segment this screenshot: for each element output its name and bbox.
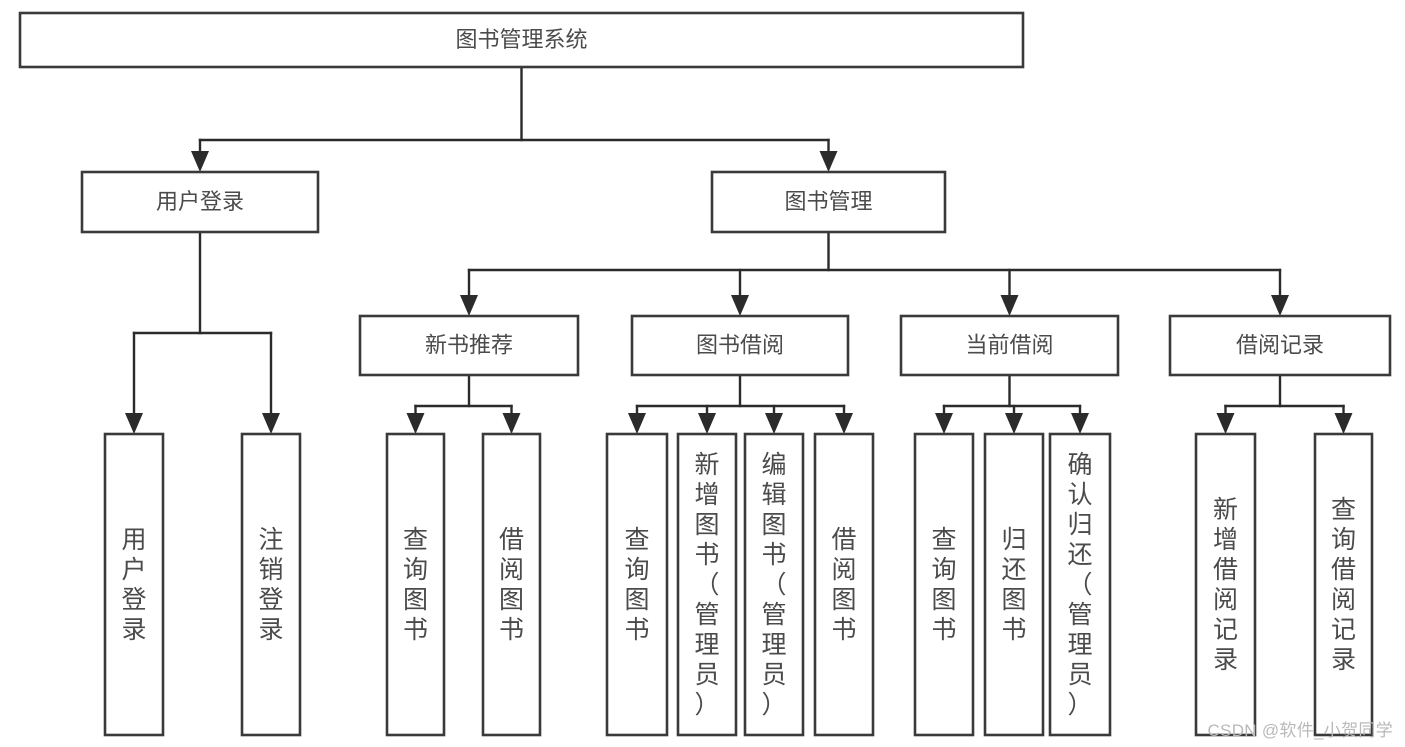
- node-leaf-add-book-box: [676, 432, 738, 737]
- node-leaf-add-record[interactable]: 新增借阅记录: [1194, 432, 1257, 737]
- arrow-userlogin-to-leaf-user-login: [125, 413, 143, 434]
- node-leaf-confirm-return-box: [1048, 432, 1112, 737]
- arrow-bookmanage-to-new-book-recommend: [460, 295, 478, 316]
- node-leaf-user-login-box: [103, 432, 165, 737]
- node-leaf-query-book-3-box: [913, 432, 975, 737]
- arrow-borrow-record-to-leaf-add-record: [1216, 413, 1235, 434]
- node-book-manage-label: 图书管理: [784, 189, 872, 214]
- arrow-new-book-recommend-to-leaf-query-book-1: [406, 413, 425, 434]
- node-leaf-confirm-return-label: 确认归还（管理员）: [1067, 451, 1092, 719]
- node-leaf-borrow-book-2[interactable]: 借阅图书: [813, 432, 875, 737]
- node-leaf-logout-label: 注销登录: [258, 526, 283, 644]
- node-leaf-user-login[interactable]: 用户登录: [103, 432, 165, 737]
- node-leaf-query-record[interactable]: 查询借阅记录: [1313, 432, 1374, 737]
- node-leaf-query-record-box: [1313, 432, 1374, 737]
- node-leaf-add-record-label: 新增借阅记录: [1213, 496, 1238, 674]
- node-leaf-borrow-book-1-label: 借阅图书: [499, 526, 524, 644]
- node-leaf-borrow-book-2-box: [813, 432, 875, 737]
- node-user-login[interactable]: 用户登录: [80, 170, 320, 234]
- node-leaf-logout-box: [240, 432, 302, 737]
- arrow-book-borrow-to-leaf-query-book-2: [628, 413, 646, 434]
- arrow-new-book-recommend-to-leaf-borrow-book-1: [502, 413, 521, 434]
- node-book-borrow[interactable]: 图书借阅: [630, 314, 850, 377]
- watermark-label: CSDN @软件_小贺同学: [1207, 721, 1393, 740]
- node-leaf-logout[interactable]: 注销登录: [240, 432, 302, 737]
- node-leaf-edit-book-label: 编辑图书（管理员）: [761, 451, 786, 719]
- node-leaf-confirm-return[interactable]: 确认归还（管理员）: [1048, 432, 1112, 737]
- arrow-bookmanage-to-borrow-record: [1271, 295, 1289, 316]
- node-borrow-record-label: 借阅记录: [1236, 332, 1324, 357]
- node-new-book-recommend-label: 新书推荐: [425, 332, 513, 357]
- arrow-book-borrow-to-leaf-borrow-book-2: [835, 413, 853, 434]
- arrow-userlogin-to-leaf-logout: [262, 413, 280, 434]
- node-leaf-query-book-3[interactable]: 查询图书: [913, 432, 975, 737]
- node-book-manage-box: [710, 170, 947, 234]
- node-leaf-edit-book[interactable]: 编辑图书（管理员）: [743, 432, 805, 737]
- arrow-current-borrow-to-leaf-confirm-return: [1071, 413, 1089, 434]
- node-leaf-query-book-2[interactable]: 查询图书: [605, 432, 669, 737]
- node-leaf-query-record-label: 查询借阅记录: [1331, 496, 1356, 674]
- node-leaf-borrow-book-1[interactable]: 借阅图书: [481, 432, 542, 737]
- node-leaf-borrow-book-2-label: 借阅图书: [831, 526, 856, 644]
- node-new-book-recommend-box: [358, 314, 580, 377]
- node-book-borrow-label: 图书借阅: [696, 332, 784, 357]
- node-borrow-record-box: [1168, 314, 1392, 377]
- node-leaf-query-book-3-label: 查询图书: [931, 526, 956, 644]
- node-leaf-query-book-1-box: [385, 432, 446, 737]
- node-leaf-borrow-book-1-box: [481, 432, 542, 737]
- node-user-login-label: 用户登录: [156, 189, 244, 214]
- arrow-book-borrow-to-leaf-add-book: [698, 413, 716, 434]
- node-leaf-query-book-1[interactable]: 查询图书: [385, 432, 446, 737]
- node-user-login-box: [80, 170, 320, 234]
- node-book-borrow-box: [630, 314, 850, 377]
- node-leaf-return-book-label: 归还图书: [1001, 526, 1026, 644]
- node-root-label: 图书管理系统: [455, 27, 587, 52]
- node-leaf-query-book-1-label: 查询图书: [403, 526, 428, 644]
- arrow-bookmanage-to-current-borrow: [1000, 295, 1019, 316]
- node-leaf-return-book-box: [983, 432, 1045, 737]
- node-leaf-query-book-2-label: 查询图书: [624, 526, 649, 644]
- node-leaf-return-book[interactable]: 归还图书: [983, 432, 1045, 737]
- arrow-current-borrow-to-leaf-query-book-3: [935, 413, 953, 434]
- arrow-bookmanage-to-book-borrow: [731, 295, 749, 316]
- connector-layer: [125, 65, 1353, 434]
- node-leaf-query-book-2-box: [605, 432, 669, 737]
- node-leaf-user-login-label: 用户登录: [121, 526, 146, 644]
- node-leaf-add-book-label: 新增图书（管理员）: [694, 451, 719, 719]
- node-leaf-add-book[interactable]: 新增图书（管理员）: [676, 432, 738, 737]
- node-root-box: [18, 11, 1025, 69]
- node-current-borrow[interactable]: 当前借阅: [899, 314, 1120, 377]
- node-layer: 图书管理系统用户登录图书管理新书推荐图书借阅当前借阅借阅记录用户登录注销登录查询…: [18, 11, 1392, 737]
- arrow-book-borrow-to-leaf-edit-book: [765, 413, 783, 434]
- node-current-borrow-label: 当前借阅: [965, 332, 1053, 357]
- node-new-book-recommend[interactable]: 新书推荐: [358, 314, 580, 377]
- arrow-root-to-book-manage: [819, 151, 838, 172]
- arrow-current-borrow-to-leaf-return-book: [1005, 413, 1023, 434]
- node-leaf-add-record-box: [1194, 432, 1257, 737]
- node-current-borrow-box: [899, 314, 1120, 377]
- node-leaf-edit-book-box: [743, 432, 805, 737]
- arrow-root-to-user-login: [191, 151, 209, 172]
- node-book-manage[interactable]: 图书管理: [710, 170, 947, 234]
- arrow-borrow-record-to-leaf-query-record: [1334, 413, 1353, 434]
- node-borrow-record[interactable]: 借阅记录: [1168, 314, 1392, 377]
- node-root[interactable]: 图书管理系统: [18, 11, 1025, 69]
